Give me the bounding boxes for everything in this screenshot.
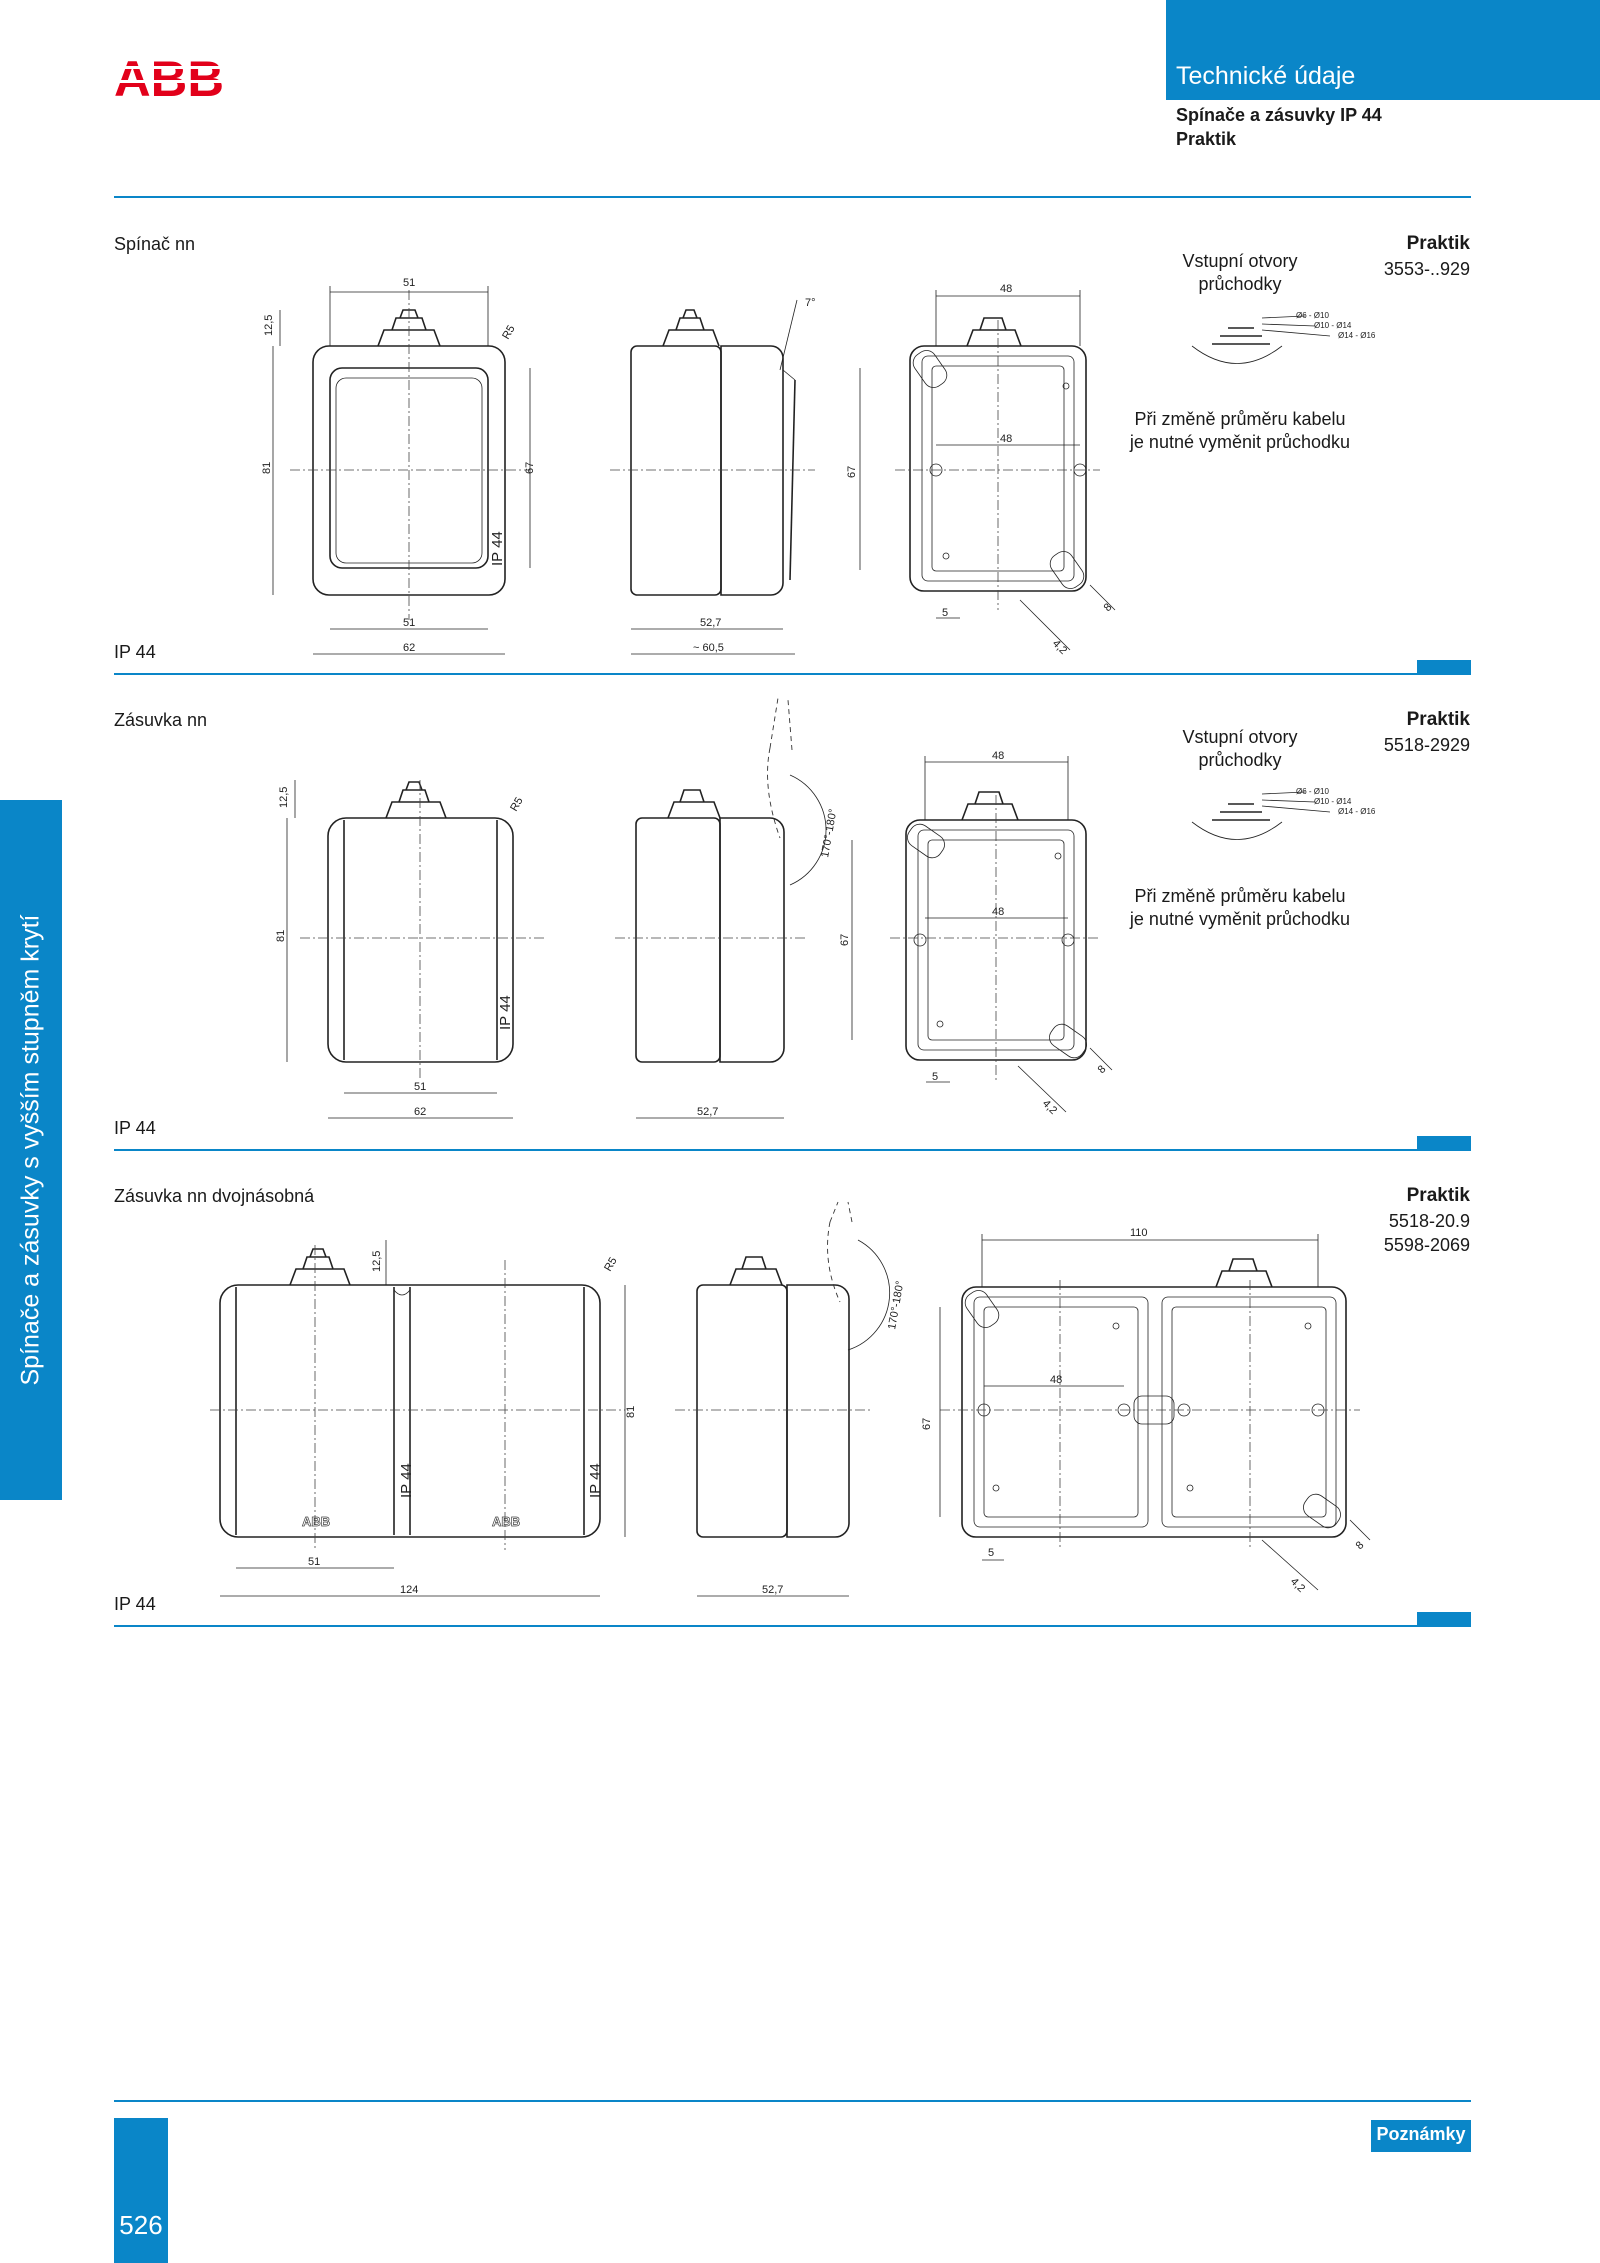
svg-text:12,5: 12,5: [278, 787, 290, 808]
cable-gland-diagram: Ø6 - Ø10 Ø10 - Ø14 Ø14 - Ø16: [1191, 311, 1376, 364]
section-tab: [1417, 660, 1471, 674]
svg-text:67: 67: [846, 466, 858, 478]
svg-text:Ø10 - Ø14: Ø10 - Ø14: [1314, 797, 1352, 806]
svg-text:67: 67: [524, 462, 536, 474]
svg-text:52,7: 52,7: [697, 1106, 718, 1118]
section-title: Spínač nn: [114, 234, 196, 254]
svg-text:124: 124: [400, 1584, 418, 1596]
switch-back-view: 48 48 67 5 8 4,2: [846, 283, 1116, 657]
svg-text:62: 62: [403, 642, 415, 654]
svg-text:4,2: 4,2: [1288, 1576, 1307, 1595]
svg-text:52,7: 52,7: [762, 1584, 783, 1596]
svg-text:110: 110: [1130, 1227, 1148, 1239]
svg-text:51: 51: [403, 617, 415, 629]
svg-text:IP 44: IP 44: [398, 1463, 415, 1498]
product-code: 5598-2069: [1383, 1235, 1470, 1255]
svg-text:Ø6 - Ø10: Ø6 - Ø10: [1296, 787, 1329, 796]
header-subtitle-series: Praktik: [1176, 129, 1237, 149]
svg-text:IP 44: IP 44: [489, 531, 506, 566]
svg-text:51: 51: [308, 1556, 320, 1568]
svg-text:5: 5: [988, 1547, 994, 1559]
switch-front-view: 51 81 12,5 R5 67 IP 44 51 62: [261, 277, 536, 655]
svg-text:67: 67: [839, 934, 851, 946]
svg-text:62: 62: [414, 1106, 426, 1118]
product-code: 5518-20.9: [1388, 1211, 1470, 1231]
svg-text:81: 81: [625, 1406, 637, 1418]
section-rule: [114, 673, 1471, 675]
svg-text:Ø6 - Ø10: Ø6 - Ø10: [1296, 311, 1329, 320]
svg-text:~ 60,5: ~ 60,5: [693, 642, 724, 654]
svg-text:7°: 7°: [805, 297, 816, 309]
svg-text:Ø14 - Ø16: Ø14 - Ø16: [1338, 331, 1376, 340]
switch-drawings: 51 81 12,5 R5 67 IP 44 51 62 7° 52,7 ~ 6…: [261, 277, 1376, 657]
product-code: 5518-2929: [1383, 735, 1470, 755]
svg-text:8: 8: [1354, 1539, 1367, 1552]
svg-text:48: 48: [992, 750, 1004, 762]
svg-text:5: 5: [932, 1071, 938, 1083]
svg-text:52,7: 52,7: [700, 617, 721, 629]
svg-text:81: 81: [261, 462, 273, 474]
section-tab: [1417, 1136, 1471, 1150]
svg-text:48: 48: [1050, 1374, 1062, 1386]
product-name: Praktik: [1406, 709, 1470, 730]
svg-text:ABB: ABB: [302, 1514, 330, 1529]
page-number-tab: [114, 2118, 168, 2263]
svg-text:Ø10 - Ø14: Ø10 - Ø14: [1314, 321, 1352, 330]
page-number: 526: [119, 2210, 163, 2240]
double-socket-side-view: 170°-180° 52,7: [675, 1201, 906, 1597]
svg-text:81: 81: [275, 930, 287, 942]
cable-gland-diagram: Ø6 - Ø10 Ø10 - Ø14 Ø14 - Ø16: [1191, 787, 1376, 840]
switch-side-view: 7° 52,7 ~ 60,5: [610, 297, 816, 655]
double-socket-back-view: 110 48 67 5 8 4,2: [921, 1227, 1371, 1595]
section-rule: [114, 1149, 1471, 1151]
product-name: Praktik: [1406, 1185, 1470, 1206]
svg-text:51: 51: [403, 277, 415, 289]
svg-text:48: 48: [1000, 283, 1012, 295]
svg-text:48: 48: [992, 906, 1004, 918]
product-code: 3553-..929: [1383, 259, 1470, 279]
svg-text:IP 44: IP 44: [497, 995, 514, 1030]
svg-text:R5: R5: [602, 1255, 619, 1273]
header-subtitle: Spínače a zásuvky IP 44: [1176, 105, 1382, 125]
section-title: Zásuvka nn dvojnásobná: [114, 1186, 315, 1206]
notes-tab: [1371, 2120, 1471, 2152]
socket-drawings: 81 12,5 R5 IP 44 51 62 170°-180° 52,7 48: [275, 697, 1376, 1119]
svg-text:5: 5: [942, 607, 948, 619]
svg-text:12,5: 12,5: [371, 1251, 383, 1272]
svg-text:51: 51: [414, 1081, 426, 1093]
header-rule: [114, 196, 1471, 198]
svg-text:12,5: 12,5: [263, 315, 275, 336]
ip-rating-label: IP 44: [114, 1594, 156, 1614]
socket-back-view: 48 48 67 5 8 4,2: [839, 750, 1113, 1117]
svg-text:IP 44: IP 44: [587, 1463, 604, 1498]
svg-text:48: 48: [1000, 433, 1012, 445]
double-socket-drawings: 12,5 81 R5 IP 44 IP 44 ABB ABB 51 124 17…: [210, 1201, 1371, 1597]
ip-rating-label: IP 44: [114, 642, 156, 662]
svg-text:ABB: ABB: [114, 52, 224, 100]
abb-logo: ABB: [114, 52, 226, 100]
svg-text:Ø14 - Ø16: Ø14 - Ø16: [1338, 807, 1376, 816]
ip-rating-label: IP 44: [114, 1118, 156, 1138]
double-socket-front-view: 12,5 81 R5 IP 44 IP 44 ABB ABB 51 124: [210, 1240, 637, 1597]
svg-text:ABB: ABB: [492, 1514, 520, 1529]
section-tab: [1417, 1612, 1471, 1626]
header-title: Technické údaje: [1176, 62, 1356, 90]
product-name: Praktik: [1406, 233, 1470, 254]
header-band: [1166, 0, 1600, 100]
section-rule: [114, 1625, 1471, 1627]
svg-text:67: 67: [921, 1418, 933, 1430]
notes-label: Poznámky: [1376, 2124, 1466, 2144]
footer-rule: [114, 2100, 1471, 2102]
side-tab: [0, 800, 62, 1500]
section-title: Zásuvka nn: [114, 710, 208, 730]
